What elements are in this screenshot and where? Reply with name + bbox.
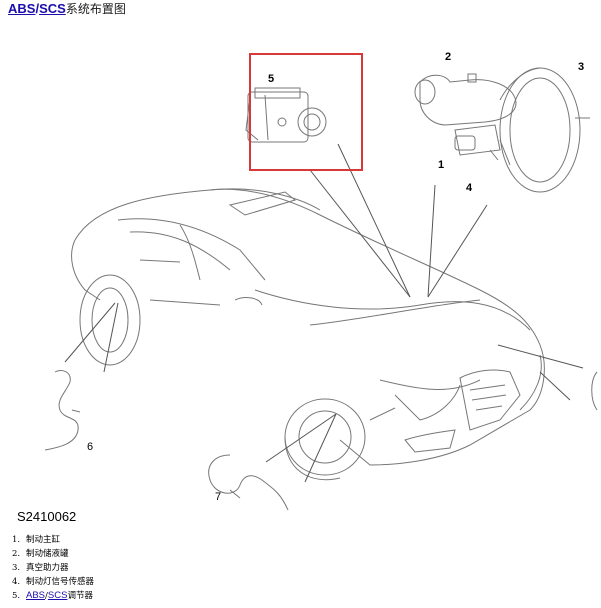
callout-3: 3: [578, 61, 584, 73]
wheel-speed-sensor-6-illustration: [44, 369, 81, 451]
highlight-box: [249, 53, 363, 171]
brake-booster-illustration: [414, 67, 590, 193]
title-suffix: 系统布置图: [65, 2, 126, 16]
legend-item: 3.真空助力器: [12, 563, 69, 573]
page-title: ABS/SCS系统布置图: [8, 1, 126, 17]
callout-2: 2: [445, 51, 451, 63]
legend-item: 1.制动主缸: [12, 535, 61, 545]
parts-legend: 1.制动主缸 2.制动储液罐 3.真空助力器 4.制动灯信号传感器 5.ABS/…: [12, 533, 94, 603]
right-edge-component: [591, 371, 598, 411]
legend-item: 2.制动储液罐: [12, 549, 69, 559]
legend-item: 4.制动灯信号传感器: [12, 577, 95, 587]
callout-7: 7: [215, 491, 221, 503]
car-illustration: [71, 188, 545, 481]
callout-4: 4: [466, 182, 473, 194]
scs-link[interactable]: SCS: [39, 1, 66, 16]
legend-abs-link[interactable]: ABS: [26, 590, 46, 601]
title-separator: /: [35, 1, 40, 16]
legend-scs-link[interactable]: SCS: [47, 590, 68, 601]
callout-1: 1: [438, 159, 444, 171]
legend-item: 5.ABS/SCS调节器: [12, 590, 93, 601]
callout-6: 6: [87, 441, 93, 453]
abs-modulator-illustration: [245, 87, 327, 143]
abs-link[interactable]: ABS: [8, 1, 36, 16]
wheel-speed-sensor-7-illustration: [208, 454, 289, 511]
figure-code: S2410062: [17, 509, 77, 524]
callout-5: 5: [268, 73, 274, 85]
